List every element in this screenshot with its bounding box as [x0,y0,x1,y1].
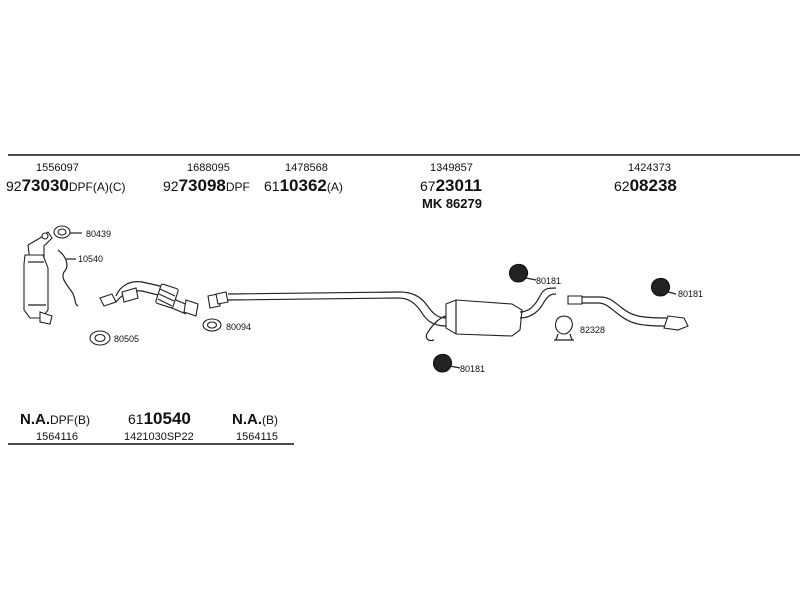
sensor-line-10540-drawing [57,249,79,307]
part-oe-number: 1421030SP22 [124,431,194,443]
part-oe-number: 1688095 [187,162,230,174]
part-number: 9273098DPF [163,176,250,195]
part-number: 9273030DPF(A)(C) [6,176,126,195]
gasket-80439-drawing [53,225,82,239]
part-label-b1: N.A.DPF(B) 1564116 [20,411,90,443]
part-oe-number: 1349857 [430,162,473,174]
part-oe-number: 1424373 [628,162,671,174]
callout-label: 80439 [86,229,111,239]
part-label-p4: 1349857 6723011 MK 86279 [420,162,482,211]
part-label-p1: 1556097 9273030DPF(A)(C) [6,162,126,195]
part-oe-number: 1564116 [36,431,78,443]
part-label-b2: 6110540 1421030SP22 [124,409,194,443]
part-number: N.A.DPF(B) [20,411,90,428]
rubber-mount-80181-drawing [433,353,461,373]
intermediate-pipe-drawing [215,291,447,327]
part-oe-number: 1556097 [36,162,79,174]
part-number: 6110362(A) [264,176,343,195]
mounting-kit-number: MK 86279 [422,196,482,211]
centre-muffler-drawing [425,299,523,342]
part-label-p5: 1424373 6208238 [614,162,677,195]
part-number: 6208238 [614,176,677,195]
callout-label: 80181 [536,276,561,286]
part-label-b3: N.A.(B) 1564115 [232,411,278,443]
part-label-p2: 1688095 9273098DPF [163,162,250,195]
dpf-filter-drawing [23,231,53,325]
part-number: 6723011 [420,176,482,195]
part-label-p3: 1478568 6110362(A) [264,162,343,195]
rubber-mount-80181-drawing [509,263,537,283]
gasket-80094-drawing [202,293,222,332]
rear-silencer-drawing [567,295,689,331]
front-pipe-drawing [99,281,199,317]
callout-label: 80505 [114,334,139,344]
callout-label: 80094 [226,322,251,332]
callout-label: 10540 [78,254,103,264]
rubber-mount-80181-drawing [651,277,677,297]
part-number: 6110540 [128,409,191,428]
part-oe-number: 1564115 [236,431,278,443]
callout-label: 80181 [460,364,485,374]
part-number: N.A.(B) [232,411,278,428]
rear-pipe-drawing [519,287,557,319]
gasket-80505-drawing [89,330,111,346]
part-oe-number: 1478568 [285,162,328,174]
callout-label: 82328 [580,325,605,335]
callout-label: 80181 [678,289,703,299]
clamp-82328-drawing [554,315,574,341]
